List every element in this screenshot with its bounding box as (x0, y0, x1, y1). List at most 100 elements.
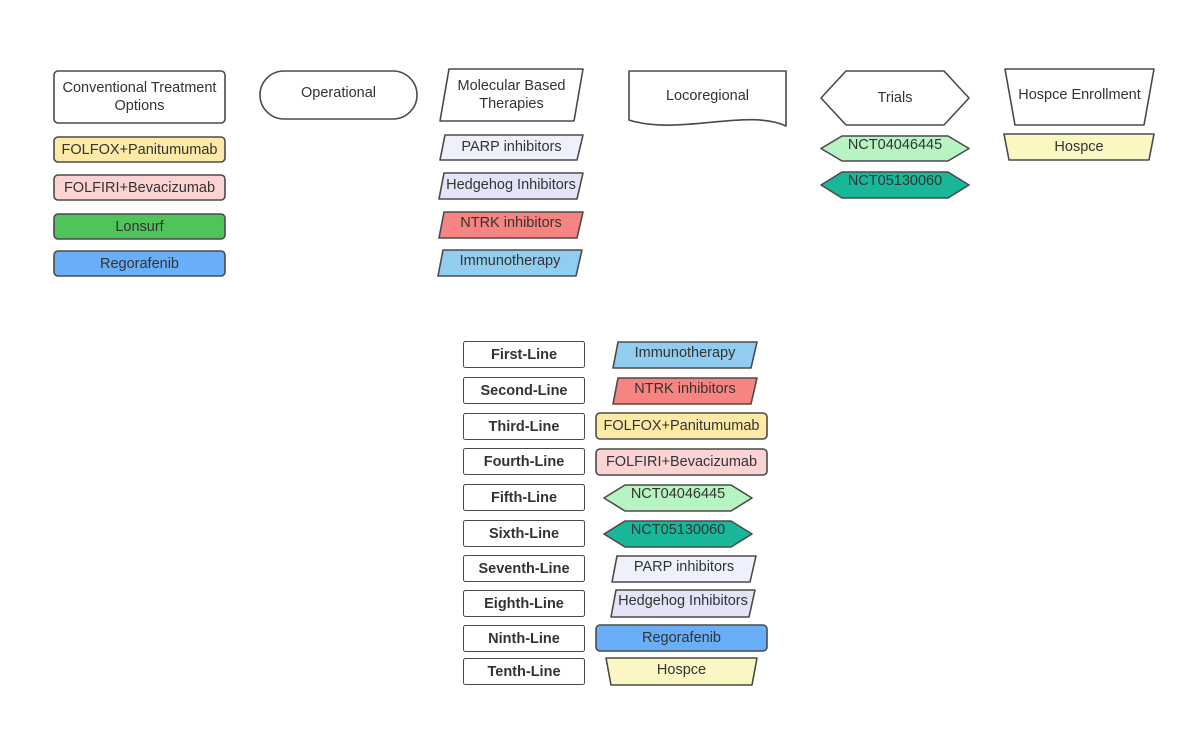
hospice-header-label: Hospce Enrollment (1018, 87, 1141, 103)
line-regorafenib-shape (595, 624, 768, 652)
line-therapy-label: Hospce (656, 662, 707, 678)
nct04046445-shape (820, 135, 970, 162)
nct05130060-shape (820, 171, 970, 199)
line-therapy-parp: PARP inhibitors (611, 555, 757, 583)
line-therapy-label: Hedgehog Inhibitors (618, 593, 748, 609)
line-therapy-folfox: FOLFOX+Panitumumab (595, 412, 768, 440)
line-label-shape (463, 448, 585, 475)
folfox-label: FOLFOX+Panitumumab (61, 141, 218, 158)
line-therapy-label: NCT05130060 (630, 522, 726, 538)
line-therapy-nct04046445: NCT04046445 (603, 484, 753, 512)
line-therapy-label: FOLFIRI+Bevacizumab (605, 454, 758, 470)
folfox-shape (53, 136, 226, 163)
hedgehog-shape (438, 172, 584, 200)
parp-label: PARP inhibitors (461, 139, 562, 155)
line-label-text: Fourth-Line (483, 453, 565, 470)
trial-item-nct05130060: NCT05130060 (820, 171, 970, 199)
line-therapy-label: Immunotherapy (634, 345, 736, 361)
parp-shape (439, 134, 584, 161)
line-label-text: Second-Line (480, 382, 568, 399)
nct04046445-label: NCT04046445 (847, 137, 943, 153)
line-label-text: Eighth-Line (484, 595, 564, 612)
operational-header-shape (259, 70, 418, 120)
line-parp-shape (611, 555, 757, 583)
line-nct04046445-shape (603, 484, 753, 512)
line-hospice-shape (605, 657, 758, 686)
molecular-therapies-header: Molecular Based Therapies (439, 68, 584, 122)
folfiri-shape (53, 174, 226, 201)
line-therapy-label: NCT04046445 (630, 486, 726, 502)
lonsurf-shape (53, 213, 226, 240)
molecular-header-label: Molecular Based Therapies (457, 78, 566, 112)
line-label-shape (463, 625, 585, 652)
regorafenib-label: Regorafenib (100, 255, 179, 272)
line-therapy-folfiri: FOLFIRI+Bevacizumab (595, 448, 768, 476)
conventional-header-label: Conventional Treatment Options (62, 80, 217, 114)
conventional-item-folfox: FOLFOX+Panitumumab (53, 136, 226, 163)
line-ntrk-shape (612, 377, 758, 405)
trials-header-shape (820, 70, 970, 126)
line-label-shape (463, 484, 585, 511)
molecular-header-shape (439, 68, 584, 122)
line-label-text: Seventh-Line (478, 560, 570, 577)
line-therapy-regorafenib: Regorafenib (595, 624, 768, 652)
hospice-item-shape (1003, 133, 1155, 161)
line-folfox-shape (595, 412, 768, 440)
conventional-item-folfiri: FOLFIRI+Bevacizumab (53, 174, 226, 201)
molecular-item-ntrk: NTRK inhibitors (438, 211, 584, 239)
line-therapy-label: Regorafenib (642, 630, 721, 646)
line-label-box: Sixth-Line (463, 520, 585, 547)
line-label-shape (463, 341, 585, 368)
hedgehog-label: Hedgehog Inhibitors (446, 177, 576, 193)
line-label-text: Third-Line (488, 418, 560, 435)
line-label-box: Ninth-Line (463, 625, 585, 652)
line-label-box: Fourth-Line (463, 448, 585, 475)
locoregional-header-shape (628, 70, 787, 127)
locoregional-header-label: Locoregional (665, 88, 750, 104)
hospice-enrollment-header: Hospce Enrollment (1004, 68, 1155, 126)
line-therapy-nct05130060: NCT05130060 (603, 520, 753, 548)
operational-header: Operational (259, 70, 418, 120)
line-label-box: Second-Line (463, 377, 585, 404)
line-label-text: Fifth-Line (490, 489, 558, 506)
nct05130060-label: NCT05130060 (847, 173, 943, 189)
line-label-box: First-Line (463, 341, 585, 368)
conventional-treatment-header: Conventional Treatment Options (53, 70, 226, 124)
line-nct05130060-shape (603, 520, 753, 548)
line-therapy-label: PARP inhibitors (633, 559, 735, 575)
conventional-item-lonsurf: Lonsurf (53, 213, 226, 240)
line-label-shape (463, 555, 585, 582)
line-label-box: Fifth-Line (463, 484, 585, 511)
line-label-box: Eighth-Line (463, 590, 585, 617)
hospice-item-label: Hospce (1054, 139, 1104, 155)
hospice-header-shape (1004, 68, 1155, 126)
conventional-header-shape (53, 70, 226, 124)
line-therapy-hospice: Hospce (605, 657, 758, 686)
trials-header-label: Trials (877, 90, 913, 106)
molecular-item-hedgehog: Hedgehog Inhibitors (438, 172, 584, 200)
molecular-item-immunotherapy: Immunotherapy (437, 249, 583, 277)
immunotherapy-shape (437, 249, 583, 277)
line-folfiri-shape (595, 448, 768, 476)
trial-item-nct04046445: NCT04046445 (820, 135, 970, 162)
line-immunotherapy-shape (612, 341, 758, 369)
trials-header: Trials (820, 70, 970, 126)
line-therapy-label: FOLFOX+Panitumumab (603, 418, 760, 434)
operational-header-label: Operational (301, 85, 376, 101)
line-label-text: Sixth-Line (488, 525, 560, 542)
ntrk-label: NTRK inhibitors (460, 215, 562, 231)
line-label-shape (463, 413, 585, 440)
ntrk-shape (438, 211, 584, 239)
line-label-shape (463, 520, 585, 547)
line-therapy-hedgehog: Hedgehog Inhibitors (610, 589, 756, 618)
lonsurf-label: Lonsurf (115, 218, 164, 235)
line-label-shape (463, 377, 585, 404)
line-label-box: Tenth-Line (463, 658, 585, 685)
line-label-text: Ninth-Line (488, 630, 560, 647)
hospice-item: Hospce (1003, 133, 1155, 161)
line-therapy-immunotherapy: Immunotherapy (612, 341, 758, 369)
molecular-item-parp: PARP inhibitors (439, 134, 584, 161)
locoregional-header: Locoregional (628, 70, 787, 127)
line-label-box: Third-Line (463, 413, 585, 440)
regorafenib-shape (53, 250, 226, 277)
